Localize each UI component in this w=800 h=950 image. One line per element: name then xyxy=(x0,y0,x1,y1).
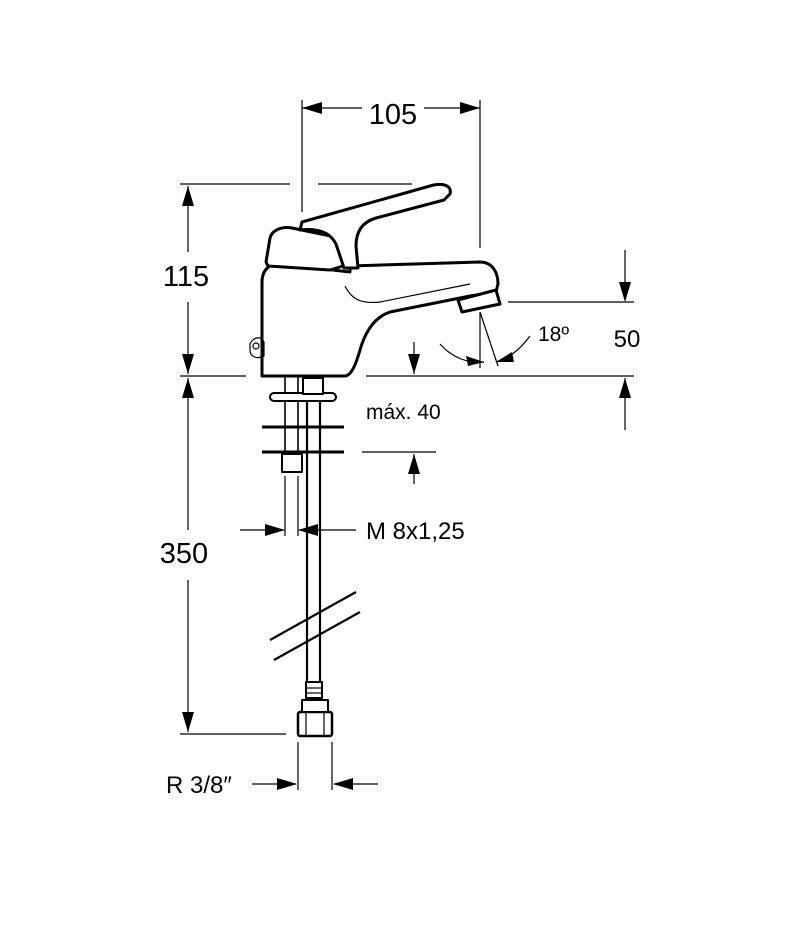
length-350-label: 350 xyxy=(160,538,208,570)
angle-18-label: 18º xyxy=(538,323,569,346)
dimension-height-115: 115 xyxy=(163,183,412,377)
connection-label: R 3/8″ xyxy=(166,772,232,799)
mounting-hardware xyxy=(262,376,344,473)
dimension-length-350: 350 xyxy=(160,378,286,735)
dimension-angle-18: 18º xyxy=(439,311,569,368)
dimension-thread: M 8x1,25 xyxy=(240,476,465,545)
thread-label: M 8x1,25 xyxy=(366,518,465,545)
dimension-connection: R 3/8″ xyxy=(166,742,378,799)
max-40-label: máx. 40 xyxy=(366,401,441,424)
dimension-spout-50: 50 xyxy=(366,250,640,430)
supply-hose xyxy=(269,400,361,738)
height-115-label: 115 xyxy=(163,261,209,293)
spout-50-label: 50 xyxy=(614,326,641,353)
faucet-body xyxy=(249,182,502,378)
dimension-max-40: máx. 40 xyxy=(362,342,441,484)
width-105-label: 105 xyxy=(369,99,417,131)
dimension-width-105: 105 xyxy=(301,99,481,248)
